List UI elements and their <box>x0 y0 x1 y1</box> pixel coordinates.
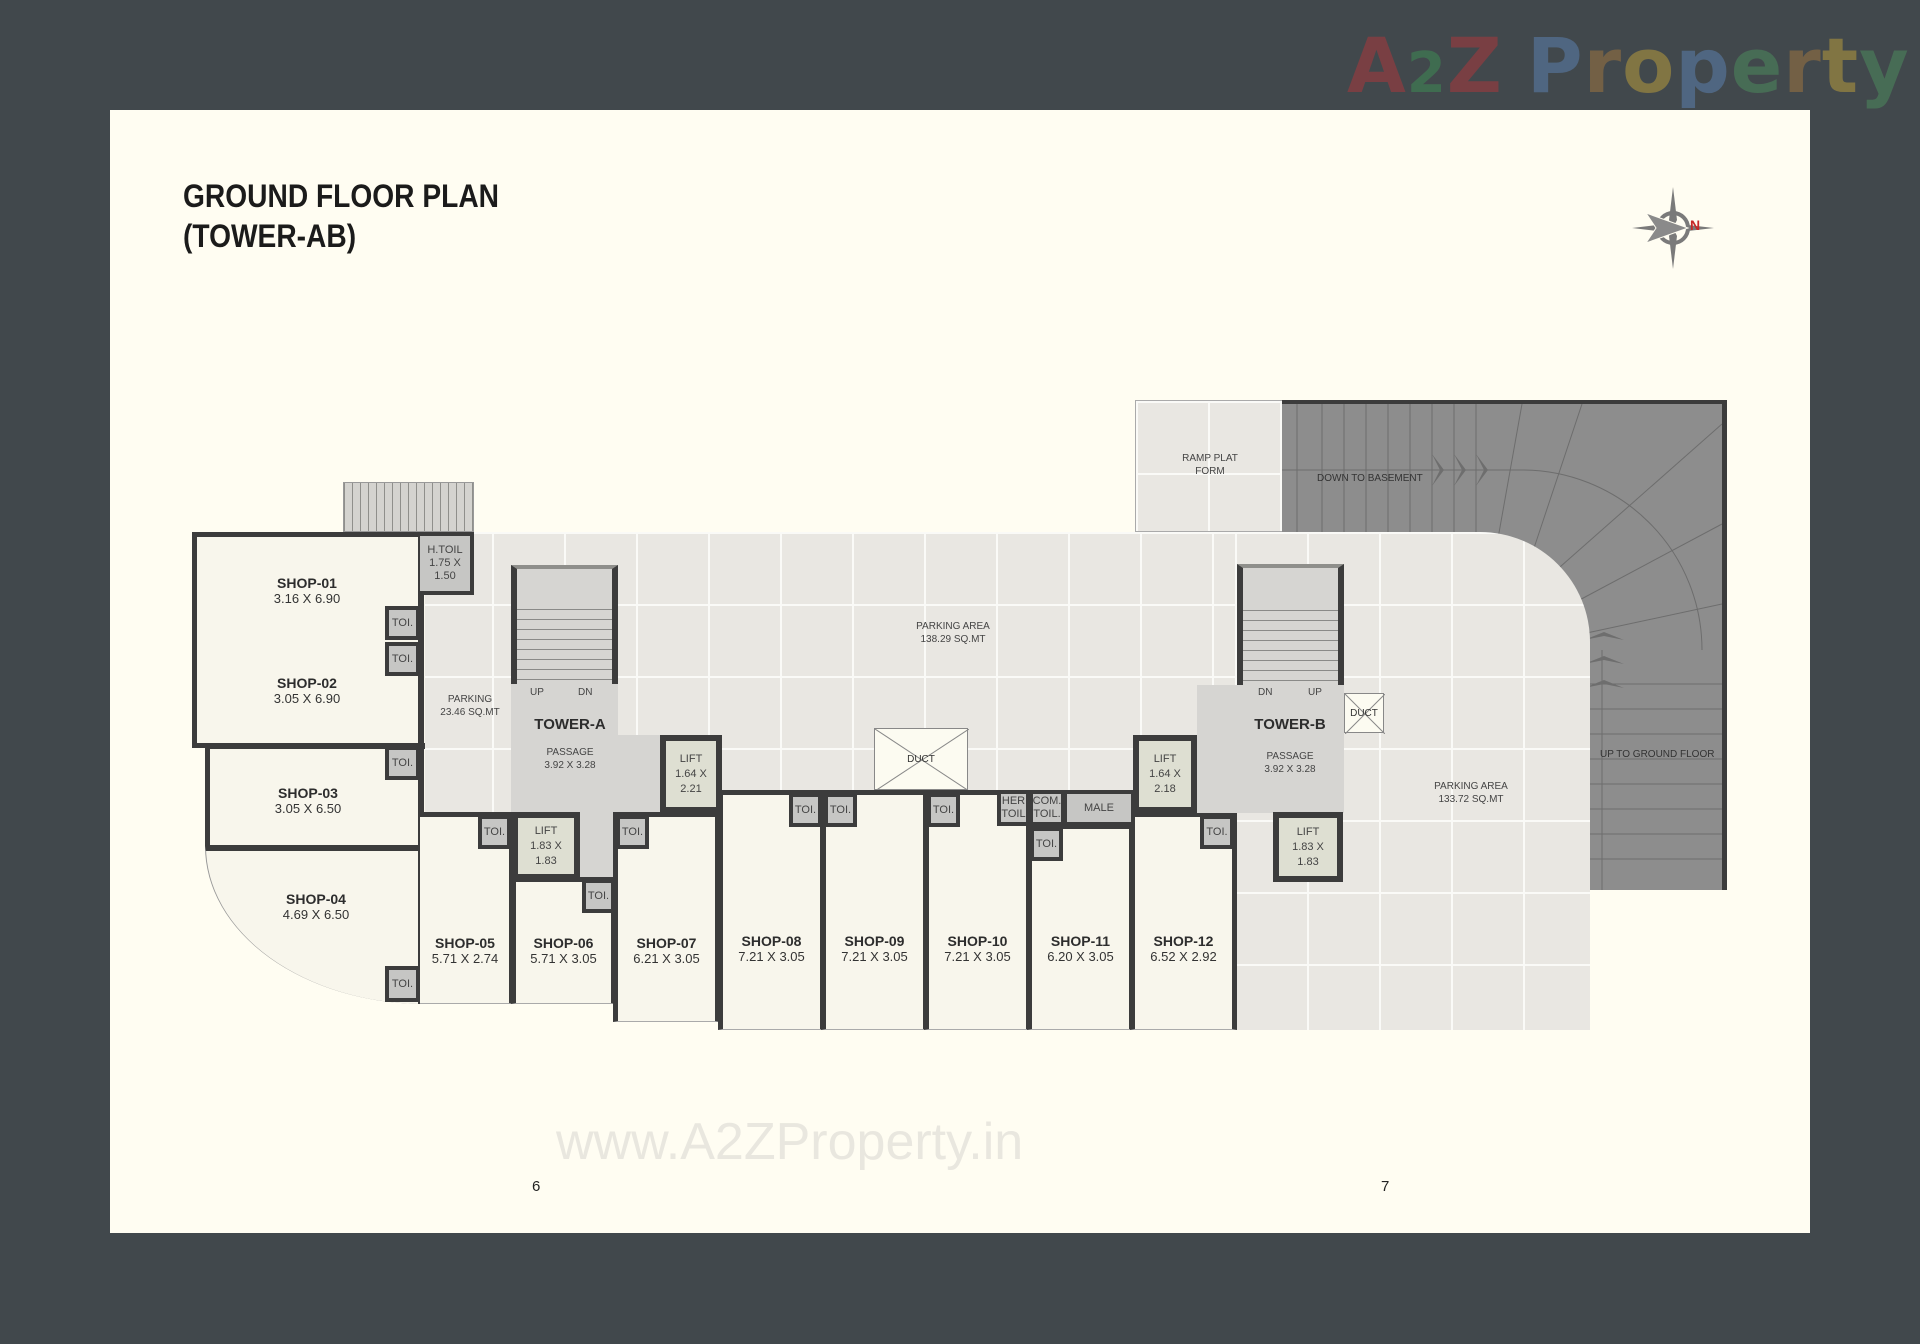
brand-letter: r <box>1783 21 1822 110</box>
brand-letter: r <box>1583 21 1623 110</box>
toilet-shop-07[interactable]: TOI. <box>616 815 649 849</box>
stair-down-label: DN <box>578 687 593 698</box>
ramp-platform <box>1135 400 1283 532</box>
brand-letter: p <box>1675 21 1731 110</box>
toilet-shop-06[interactable]: TOI. <box>582 879 615 913</box>
brand-letter: 2 <box>1406 41 1447 106</box>
brand-letter: P <box>1526 21 1584 110</box>
toilet-shop-12[interactable]: TOI. <box>1200 815 1234 849</box>
north-compass-icon: N <box>1630 185 1716 271</box>
tower-b-passage <box>1237 685 1344 735</box>
tower-b-label: TOWER-B <box>1254 716 1326 733</box>
wall <box>418 532 424 1004</box>
duct-b: DUCT <box>1344 693 1385 734</box>
stair-down-label: DN <box>1258 687 1273 698</box>
duct: DUCT <box>874 728 969 791</box>
toilet-shop-08[interactable]: TOI. <box>789 793 822 827</box>
toilet-shop-01[interactable]: TOI. <box>385 606 420 640</box>
tower-a-passage <box>511 735 661 815</box>
title-line-1: GROUND FLOOR PLAN <box>183 178 500 214</box>
page-number-left: 6 <box>532 1178 541 1195</box>
brand-letter: A <box>1347 21 1407 110</box>
stair-up-label: UP <box>530 687 544 698</box>
toilet-shop-05[interactable]: TOI. <box>478 815 511 849</box>
page-title: GROUND FLOOR PLAN (TOWER-AB) <box>183 176 499 256</box>
toilet-shop-03[interactable]: TOI. <box>385 746 420 780</box>
toilet-shop-02[interactable]: TOI. <box>385 642 420 676</box>
brand-letter: Z <box>1446 21 1503 110</box>
toilet-shop-10[interactable]: TOI. <box>927 793 960 827</box>
down-to-basement-label: DOWN TO BASEMENT <box>1317 473 1423 484</box>
common-toilet[interactable]: COM.TOIL. <box>1029 790 1065 826</box>
up-to-ground-floor-label: UP TO GROUND FLOOR <box>1600 749 1715 760</box>
toilet-shop-09[interactable]: TOI. <box>824 793 857 827</box>
stair-up-label: UP <box>1308 687 1322 698</box>
entry-steps <box>343 482 474 532</box>
page-number-right: 7 <box>1381 1178 1390 1195</box>
tower-a-staircase <box>511 565 618 684</box>
brand-letter: e <box>1730 21 1784 110</box>
brand-letter: t <box>1821 21 1860 110</box>
north-label: N <box>1690 217 1701 233</box>
male-toilet[interactable]: MALE <box>1063 790 1135 826</box>
brand-letter: y <box>1859 21 1910 110</box>
website-watermark: www.A2ZProperty.in <box>556 1113 1024 1171</box>
tower-a-label: TOWER-A <box>534 716 606 733</box>
tower-a-corridor <box>580 810 617 882</box>
toilet-shop-04[interactable]: TOI. <box>385 966 420 1002</box>
brand-letter: o <box>1622 21 1676 110</box>
title-line-2: (TOWER-AB) <box>183 218 357 254</box>
toilet-shop-11[interactable]: TOI. <box>1030 827 1063 861</box>
tower-b-staircase <box>1237 564 1344 685</box>
